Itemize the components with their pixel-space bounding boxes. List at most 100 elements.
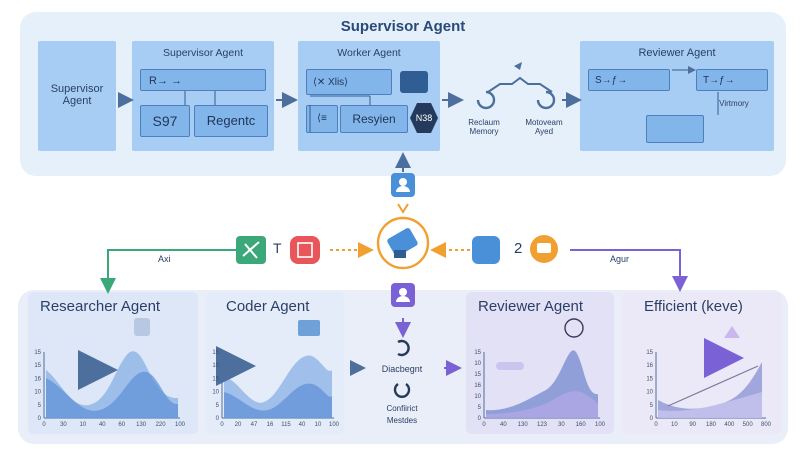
reviewer-xtick: 100 xyxy=(595,422,606,428)
coder-xtick: 115 xyxy=(281,422,291,428)
connector-left-label: Axi xyxy=(158,254,171,264)
coder-ytick: 10 xyxy=(212,390,219,396)
reviewer-ytick: 16 xyxy=(474,383,481,389)
reviewer-cycle-chip xyxy=(646,115,704,143)
researcher-chart xyxy=(43,318,180,419)
efficient-xtick: 90 xyxy=(689,422,696,428)
efficient-ytick: 16 xyxy=(646,363,653,369)
coder-xtick: 0 xyxy=(220,422,224,428)
researcher-ytick: 15 xyxy=(34,363,41,369)
researcher-xtick: 10 xyxy=(80,422,87,428)
supervisor-agent-panel: Supervisor Agent R→ → S97 Regentc xyxy=(132,41,274,151)
worker-chip-xlis: ⟨✕ Xlis⟩ xyxy=(306,69,392,95)
efficient-ytick: 15 xyxy=(646,350,653,356)
efficient-ytick: 0 xyxy=(650,416,654,422)
researcher-xtick: 60 xyxy=(118,422,125,428)
reviewer-ytick: 15 xyxy=(474,350,481,356)
researcher-ytick: 10 xyxy=(34,390,41,396)
connector-left xyxy=(100,249,236,294)
reviewer-side-label: Virtmory xyxy=(719,99,749,108)
researcher-ytick: 16 xyxy=(34,376,41,382)
memory-left-label: Reclaum Memory xyxy=(468,118,500,136)
researcher-avatar xyxy=(134,318,150,336)
coder-ytick: 5 xyxy=(216,403,220,409)
coder-ytick: 0 xyxy=(216,416,220,422)
reviewer-chart xyxy=(483,318,600,419)
supervisor-chip-code: S97 xyxy=(140,105,190,137)
chevron-down-icon xyxy=(397,203,409,214)
reviewer-face-icon xyxy=(564,318,584,338)
puzzle-icon-blue xyxy=(472,236,500,264)
researcher-ytick: 15 xyxy=(34,350,41,356)
supervisor-chip-flow: R→ → xyxy=(140,69,266,91)
diagram-title: Supervisor Agent xyxy=(340,18,466,35)
connector-number: 2 xyxy=(514,240,523,257)
coder-ytick: 15 xyxy=(212,350,219,356)
supervisor-chip-regentc: Regentc xyxy=(194,105,268,137)
efficient-xtick: 0 xyxy=(654,422,658,428)
reviewer-agent-label-top: Reviewer Agent xyxy=(638,47,716,59)
efficient-xtick: 400 xyxy=(724,422,735,428)
reviewer-xtick: 40 xyxy=(500,422,507,428)
coder-ytick: 15 xyxy=(212,376,219,382)
worker-agent-panel: Worker Agent ⟨✕ Xlis⟩ ⟨≡ Resyien N38 xyxy=(298,41,440,151)
worker-agent-label: Worker Agent xyxy=(337,47,401,59)
efficient-chart xyxy=(655,326,766,419)
researcher-xtick: 130 xyxy=(136,422,147,428)
hub-icon xyxy=(376,216,430,270)
coder-xtick: 10 xyxy=(315,422,322,428)
supervisor-connectors xyxy=(184,66,719,132)
connector-right xyxy=(570,249,688,292)
efficient-ytick: 15 xyxy=(646,376,653,382)
researcher-xtick: 220 xyxy=(156,422,167,428)
efficient-ytick: 10 xyxy=(646,390,653,396)
middle-text-3: Mestdes xyxy=(386,416,418,425)
reviewer-xtick: 30 xyxy=(558,422,565,428)
reviewer-xtick: 160 xyxy=(576,422,587,428)
memory-branch-icon xyxy=(476,62,556,110)
researcher-ytick: 0 xyxy=(38,416,42,422)
efficient-ytick: 5 xyxy=(650,403,654,409)
connector-letter: T xyxy=(273,240,282,256)
researcher-title: Researcher Agent xyxy=(40,298,161,315)
reviewer-title: Reviewer Agent xyxy=(478,298,584,315)
reviewer-xtick: 0 xyxy=(482,422,486,428)
coder-title: Coder Agent xyxy=(226,298,310,315)
supervisor-box: Supervisor Agent xyxy=(38,41,116,151)
cycle-icon-2 xyxy=(393,383,411,398)
reviewer-chip-s: S→ƒ→ xyxy=(588,69,670,91)
reviewer-ytick: 15 xyxy=(474,372,481,378)
researcher-xtick: 0 xyxy=(42,422,46,428)
coder-xtick: 16 xyxy=(267,422,274,428)
coder-chart xyxy=(216,320,334,419)
coder-xtick: 47 xyxy=(251,422,258,428)
efficient-xtick: 180 xyxy=(706,422,717,428)
mountain-icon xyxy=(724,326,740,338)
efficient-xtick: 800 xyxy=(761,422,772,428)
reviewer-ytick: 0 xyxy=(478,416,482,422)
efficient-title: Efficient (keve) xyxy=(644,298,743,315)
researcher-xtick: 40 xyxy=(99,422,106,428)
reviewer-xtick: 123 xyxy=(537,422,548,428)
middle-text-2: Confiirict xyxy=(386,404,418,413)
coder-xtick: 20 xyxy=(235,422,242,428)
supervisor-box-label: Supervisor Agent xyxy=(50,83,104,107)
researcher-xtick: 30 xyxy=(60,422,67,428)
coder-xtick: 40 xyxy=(299,422,306,428)
middle-text-1: Diacbegnt xyxy=(381,364,423,374)
worker-lock-icon xyxy=(400,71,428,93)
reviewer-chip-t: T→ƒ→ xyxy=(696,69,768,91)
worker-chip-list: ⟨≡ xyxy=(306,105,338,133)
supervisor-agent-label: Supervisor Agent xyxy=(163,47,243,59)
researcher-xtick: 100 xyxy=(175,422,186,428)
reviewer-xtick: 130 xyxy=(518,422,529,428)
memory-right-label: Motoveam Ayed xyxy=(525,118,563,136)
coder-xtick: 100 xyxy=(329,422,340,428)
reviewer-agent-panel-top: Reviewer Agent S→ƒ→ T→ƒ→ Virtmory xyxy=(580,41,774,151)
efficient-xtick: 10 xyxy=(671,422,678,428)
researcher-ytick: 5 xyxy=(38,403,42,409)
worker-chip-resyien: Resyien xyxy=(340,105,408,133)
image-icon xyxy=(298,320,320,336)
doc-icon-red xyxy=(290,236,320,264)
